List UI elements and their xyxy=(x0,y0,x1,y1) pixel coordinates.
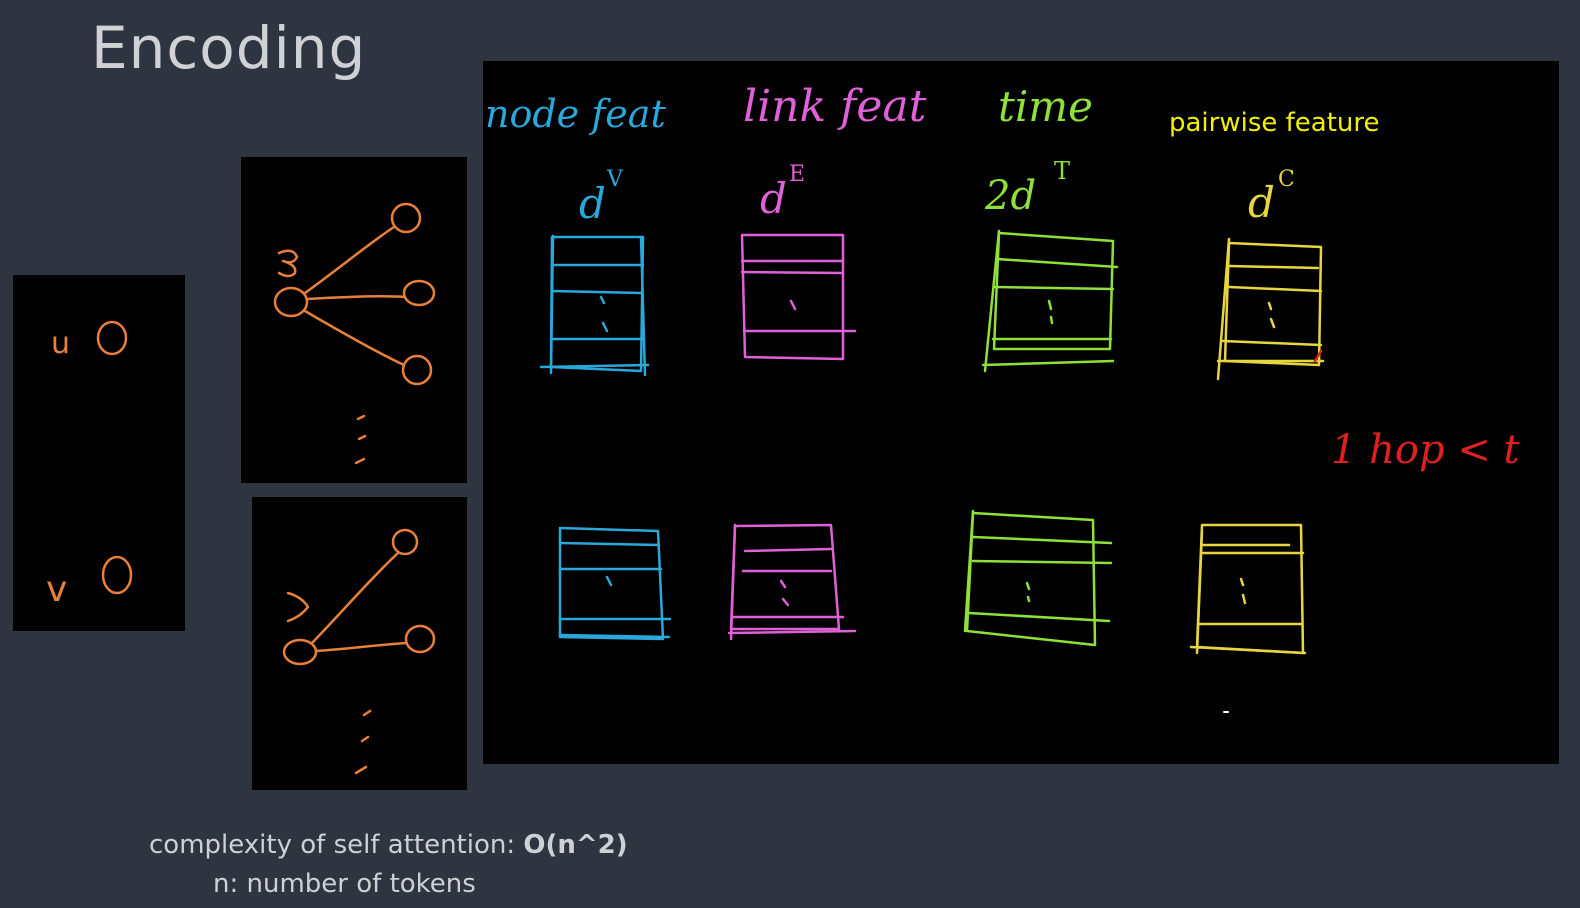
dim-pairwise-superscript: C xyxy=(1278,167,1295,192)
u-time-matrix xyxy=(981,229,1119,373)
u-link-feat-matrix xyxy=(740,233,857,361)
feature-board: node feat link feat time pairwise featur… xyxy=(483,61,1559,764)
v-time-matrix xyxy=(963,509,1113,647)
v-link-feat-matrix xyxy=(727,523,857,641)
u-node-feat-matrix xyxy=(539,234,650,377)
dim-node: d xyxy=(579,179,606,228)
u-node-circle xyxy=(96,320,128,356)
uv-nodes-drawing: u v xyxy=(46,320,133,610)
slide-title: Encoding xyxy=(91,14,367,82)
v-sketch-glyph xyxy=(286,591,310,623)
u-center-node xyxy=(273,286,309,318)
hop-annotation: 1 hop < t xyxy=(1331,427,1521,473)
u-edge-1 xyxy=(303,225,396,295)
v-node-circle xyxy=(101,555,133,595)
red-mark xyxy=(1313,349,1323,363)
v-neighborhood-panel xyxy=(252,497,467,790)
u-sketch-glyph xyxy=(277,249,299,278)
v-edge-2 xyxy=(314,641,408,653)
v-neighbor-node-2 xyxy=(404,624,436,654)
v-pairwise-matrix xyxy=(1189,523,1307,655)
header-node-feat: node feat xyxy=(485,92,666,136)
dim-node-superscript: V xyxy=(606,167,624,192)
feature-board-drawing: node feat link feat time pairwise featur… xyxy=(485,81,1521,713)
dim-time: 2d xyxy=(984,173,1036,219)
complexity-label: complexity of self attention: xyxy=(149,830,516,860)
complexity-caption: complexity of self attention: O(n^2) xyxy=(149,830,628,860)
v-neighbor-node-1 xyxy=(391,528,419,556)
u-pairwise-matrix xyxy=(1216,237,1325,381)
u-neighborhood-panel xyxy=(241,157,467,483)
u-edge-2 xyxy=(305,294,407,301)
complexity-value: O(n^2) xyxy=(523,830,628,860)
dim-time-superscript: T xyxy=(1054,157,1070,185)
header-time: time xyxy=(998,82,1093,131)
u-edge-3 xyxy=(303,309,406,367)
u-neighbor-node-1 xyxy=(390,202,422,234)
u-neighborhood-graph xyxy=(273,202,436,465)
v-ellipsis-dots xyxy=(354,709,372,775)
dim-pairwise: d xyxy=(1248,178,1275,227)
dim-link-superscript: E xyxy=(789,162,805,187)
dim-link: d xyxy=(760,174,787,223)
header-link-feat: link feat xyxy=(743,81,927,132)
header-pairwise-feature: pairwise feature xyxy=(1169,108,1380,138)
v-edge-1 xyxy=(310,551,400,645)
u-label: u xyxy=(51,326,70,361)
v-node-feat-matrix xyxy=(558,526,672,641)
tokens-caption: n: number of tokens xyxy=(213,869,476,899)
u-neighbor-node-3 xyxy=(401,354,433,386)
u-neighbor-node-2 xyxy=(402,279,436,307)
uv-nodes-panel: u v xyxy=(13,275,185,631)
v-neighborhood-graph xyxy=(282,528,436,775)
u-ellipsis-dots xyxy=(354,414,367,465)
v-label: v xyxy=(46,569,67,610)
